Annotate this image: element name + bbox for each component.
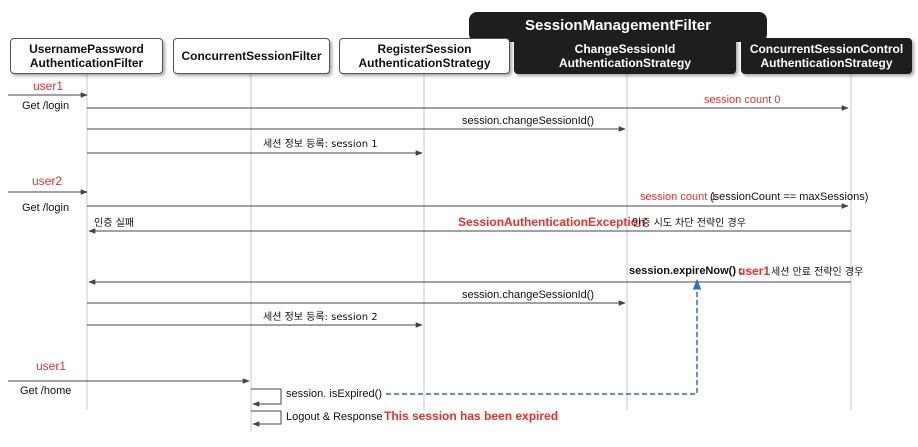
actor-change-session-id-strategy: ChangeSessionId AuthenticationStrategy — [514, 38, 736, 74]
label-auth-fail: 인증 실패 — [94, 218, 134, 229]
actor-label-line1: ConcurrentSessionFilter — [181, 49, 322, 63]
label-expire-user: user1 — [738, 264, 771, 278]
label-session-count-0: session count 0 — [704, 94, 781, 106]
label-get-login-a: Get /login — [22, 100, 70, 112]
actor-label-line2: AuthenticationStrategy — [358, 56, 491, 70]
actor-label-line2: AuthenticationFilter — [29, 56, 144, 70]
actor-label-line1: ConcurrentSessionControl — [749, 42, 904, 56]
session-management-banner: SessionManagementFilter — [469, 12, 767, 42]
actor-label-line1: RegisterSession — [377, 42, 472, 56]
label-user2: user2 — [32, 174, 63, 188]
self-arrow-is-expired — [251, 388, 282, 407]
label-session-count-1: session count 1 — [640, 191, 717, 203]
actor-concurrent-session-control-strategy: ConcurrentSessionControl AuthenticationS… — [741, 38, 912, 74]
label-change-id-a: session.changeSessionId() — [462, 115, 595, 127]
label-logout-response: Logout & Response — [286, 411, 383, 423]
actor-label-line2: AuthenticationStrategy — [760, 56, 893, 70]
self-arrow-logout — [251, 410, 282, 427]
dashed-link-expire — [386, 278, 702, 395]
label-get-login-b: Get /login — [22, 202, 70, 214]
label-expire-now: session.expireNow() : — [629, 265, 743, 277]
label-register-1: 세션 정보 등록: session 1 — [263, 139, 378, 150]
label-user1-b: user1 — [36, 359, 67, 373]
label-change-id-b: session.changeSessionId() — [462, 289, 595, 301]
label-session-auth-exception: SessionAuthenticationException — [458, 215, 646, 229]
actor-label-line1: UsernamePassword — [29, 42, 144, 56]
label-get-home: Get /home — [20, 385, 72, 397]
actor-label-line1: ChangeSessionId — [574, 42, 676, 56]
label-block-strategy: 인증 시도 차단 전략인 경우 — [632, 218, 746, 229]
actor-username-password-filter: UsernamePassword AuthenticationFilter — [10, 38, 163, 74]
label-expire-strategy: 세션 만료 전략인 경우 — [771, 267, 864, 278]
actor-concurrent-session-filter: ConcurrentSessionFilter — [173, 38, 330, 74]
actor-label-line2: AuthenticationStrategy — [558, 56, 691, 70]
label-expired-message: This session has been expired — [384, 409, 559, 423]
actor-register-session-strategy: RegisterSession AuthenticationStrategy — [339, 38, 510, 74]
label-session-count-condition: (sessionCount == maxSessions) — [710, 191, 869, 203]
label-user1-a: user1 — [33, 79, 64, 93]
label-register-2: 세션 정보 등록: session 2 — [263, 312, 378, 323]
label-is-expired: session. isExpired() — [286, 388, 382, 400]
